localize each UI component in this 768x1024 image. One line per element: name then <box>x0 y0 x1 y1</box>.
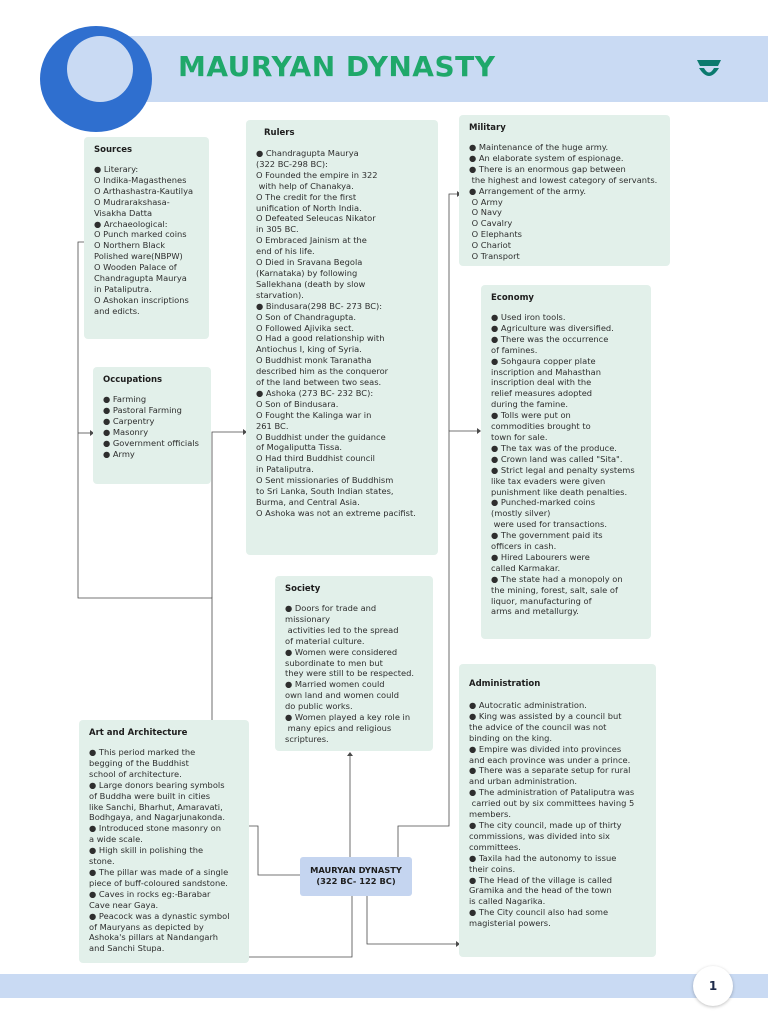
central-node-title: MAURYAN DYNASTY <box>310 865 402 875</box>
military-body: ● Maintenance of the huge army. ● An ela… <box>469 142 658 262</box>
rulers-title: Rulers <box>264 128 295 138</box>
economy-title: Economy <box>491 293 534 303</box>
art-body: ● This period marked the begging of the … <box>89 747 230 954</box>
rulers-body: ● Chandragupta Maurya (322 BC-298 BC): O… <box>256 148 416 518</box>
administration-box: Administration ● Autocratic administrati… <box>459 664 656 957</box>
economy-body: ● Used iron tools. ● Agriculture was div… <box>491 312 635 617</box>
society-title: Society <box>285 584 321 594</box>
sources-title: Sources <box>94 145 133 155</box>
occupations-body: ● Farming ● Pastoral Farming ● Carpentry… <box>103 394 199 459</box>
header-band <box>95 36 768 102</box>
page-number: 1 <box>693 966 733 1006</box>
central-node-dates: (322 BC- 122 BC) <box>316 876 396 886</box>
art-box: Art and Architecture ● This period marke… <box>79 720 249 963</box>
art-title: Art and Architecture <box>89 728 188 738</box>
society-box: Society ● Doors for trade and missionary… <box>275 576 433 751</box>
military-box: Military ● Maintenance of the huge army.… <box>459 115 670 266</box>
brand-logo-icon <box>697 60 721 76</box>
sources-box: Sources ● Literary: O Indika-Magasthenes… <box>84 137 209 339</box>
administration-body: ● Autocratic administration. ● King was … <box>469 700 635 929</box>
header-circle-inner <box>67 36 133 102</box>
occupations-box: Occupations ● Farming ● Pastoral Farming… <box>93 367 211 484</box>
footer-band <box>0 974 768 998</box>
occupations-title: Occupations <box>103 375 163 385</box>
military-title: Military <box>469 123 506 133</box>
society-body: ● Doors for trade and missionary activit… <box>285 603 414 744</box>
economy-box: Economy ● Used iron tools. ● Agriculture… <box>481 285 651 639</box>
administration-title: Administration <box>469 679 541 689</box>
page-title: MAURYAN DYNASTY <box>178 50 496 83</box>
central-node: MAURYAN DYNASTY (322 BC- 122 BC) <box>300 857 412 896</box>
rulers-box: Rulers ● Chandragupta Maurya (322 BC-298… <box>246 120 438 555</box>
sources-body: ● Literary: O Indika-Magasthenes O Artha… <box>94 164 194 316</box>
